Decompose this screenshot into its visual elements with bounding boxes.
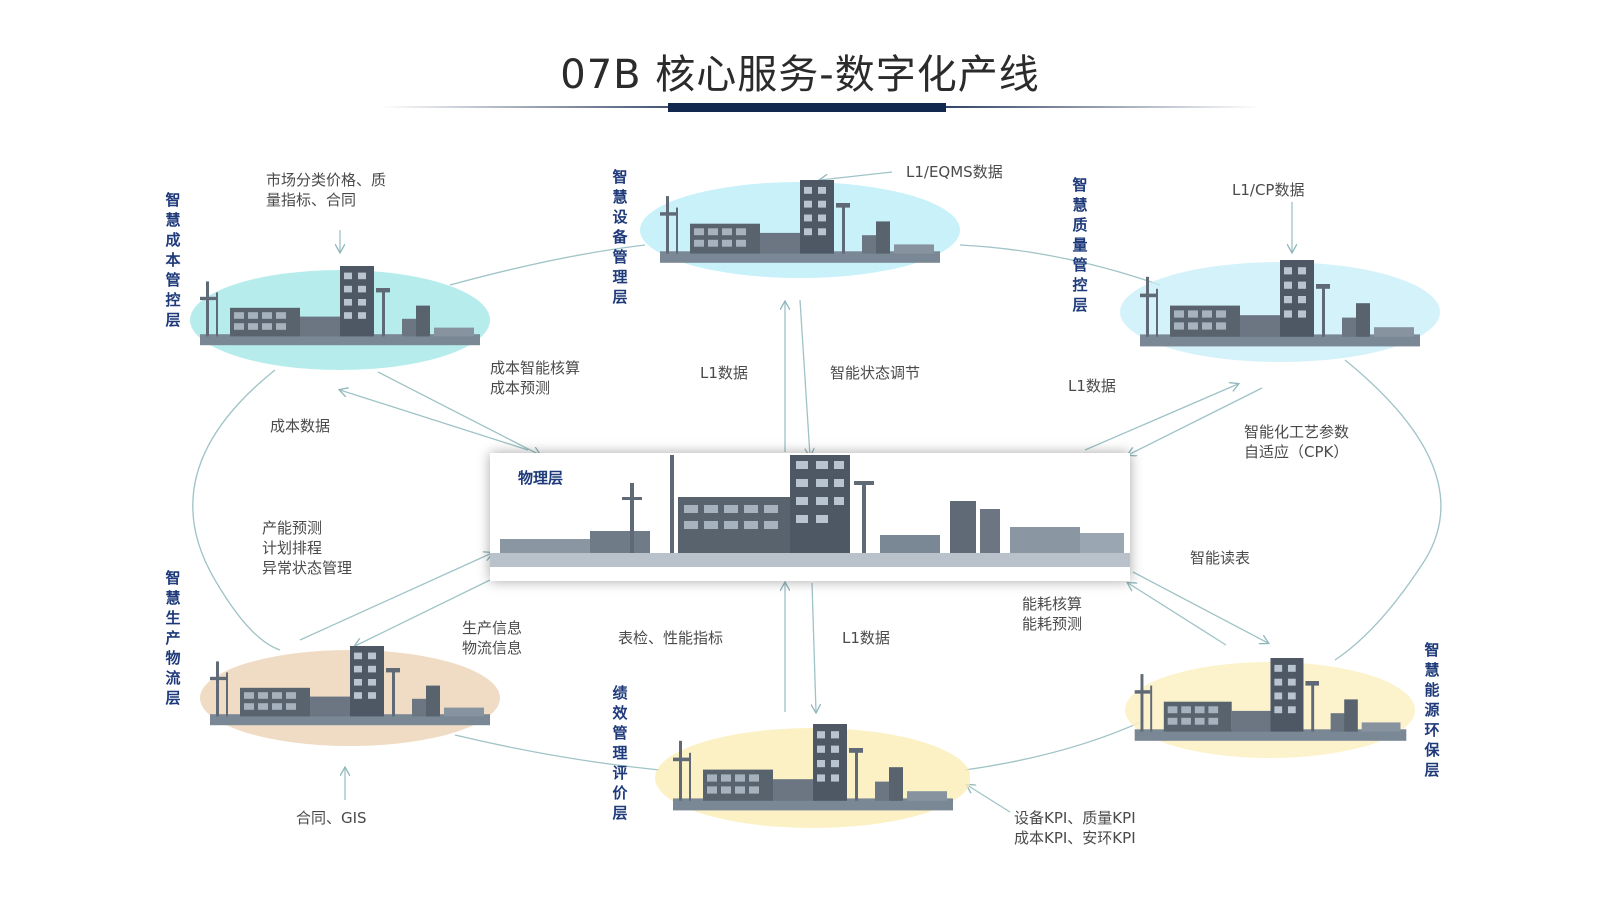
process-param-label: 智能化工艺参数 自适应（CPK） <box>1244 423 1350 461</box>
quality-layer-plant <box>1120 250 1440 378</box>
quality-layer-label: 智慧质量管控层 <box>1072 176 1088 314</box>
inspection-label: 表检、性能指标 <box>618 629 724 647</box>
energy-layer-plant <box>1125 650 1415 765</box>
arrow-physical-to-quality <box>1084 384 1238 451</box>
capacity-label: 产能预测 计划排程 异常状态管理 <box>262 519 353 577</box>
equipment-layer-label: 智慧设备管理层 <box>612 168 628 306</box>
market-input-label: 市场分类价格、质 量指标、合同 <box>266 171 387 209</box>
production-layer-plant <box>200 640 500 758</box>
arrow-kpi-input <box>967 785 1011 813</box>
arrow-energy-to-physical <box>1128 583 1227 646</box>
l1-data-equipment-label: L1数据 <box>700 364 748 382</box>
l1-data-performance-label: L1数据 <box>842 629 890 647</box>
production-layer-label: 智慧生产物流层 <box>165 569 181 707</box>
title-accent-bar <box>668 103 946 112</box>
arrow-physical-to-energy <box>1132 571 1268 643</box>
arrow-physical-to-production <box>355 579 491 646</box>
ring-equipment-quality <box>959 244 1161 286</box>
arrow-eqms-input <box>820 171 893 180</box>
kpi-label: 设备KPI、质量KPI 成本KPI、安环KPI <box>1014 809 1136 847</box>
production-info-label: 生产信息 物流信息 <box>462 619 523 657</box>
ring-production-performance <box>454 734 661 771</box>
cost-data-label: 成本数据 <box>270 417 331 435</box>
cost-layer-plant <box>190 258 490 373</box>
physical-plant-image <box>490 455 1130 567</box>
performance-layer-plant <box>655 710 971 838</box>
performance-layer-label: 绩效管理评价层 <box>612 684 628 822</box>
physical-layer-label: 物理层 <box>518 469 564 487</box>
arrow-cost-to-physical <box>377 371 540 455</box>
arrow-equipment-to-physical <box>799 299 810 456</box>
contract-gis-label: 合同、GIS <box>296 809 367 827</box>
smart-meter-label: 智能读表 <box>1190 549 1251 567</box>
arrow-production-to-physical <box>299 553 492 641</box>
state-adjust-label: 智能状态调节 <box>830 364 921 382</box>
arrow-physical-to-performance <box>812 582 816 712</box>
cp-data-label: L1/CP数据 <box>1232 181 1305 199</box>
ring-cost-production <box>192 369 281 651</box>
ring-performance-energy <box>964 719 1146 771</box>
energy-layer-label: 智慧能源环保层 <box>1424 641 1440 779</box>
ring-quality-energy <box>1334 359 1442 661</box>
cost-layer-label: 智慧成本管控层 <box>165 191 181 329</box>
physical-layer-panel: 物理层 <box>490 453 1130 581</box>
energy-calc-label: 能耗核算 能耗预测 <box>1022 595 1083 633</box>
l1-data-quality-label: L1数据 <box>1068 377 1116 395</box>
arrow-physical-to-cost <box>340 390 529 451</box>
ring-cost-equipment <box>449 244 646 286</box>
arrow-quality-to-physical <box>1128 387 1263 455</box>
eqms-data-label: L1/EQMS数据 <box>906 163 1003 181</box>
equipment-layer-plant <box>640 170 960 298</box>
cost-calc-label: 成本智能核算 成本预测 <box>490 359 581 397</box>
page-title: 07B 核心服务-数字化产线 <box>560 52 1040 98</box>
